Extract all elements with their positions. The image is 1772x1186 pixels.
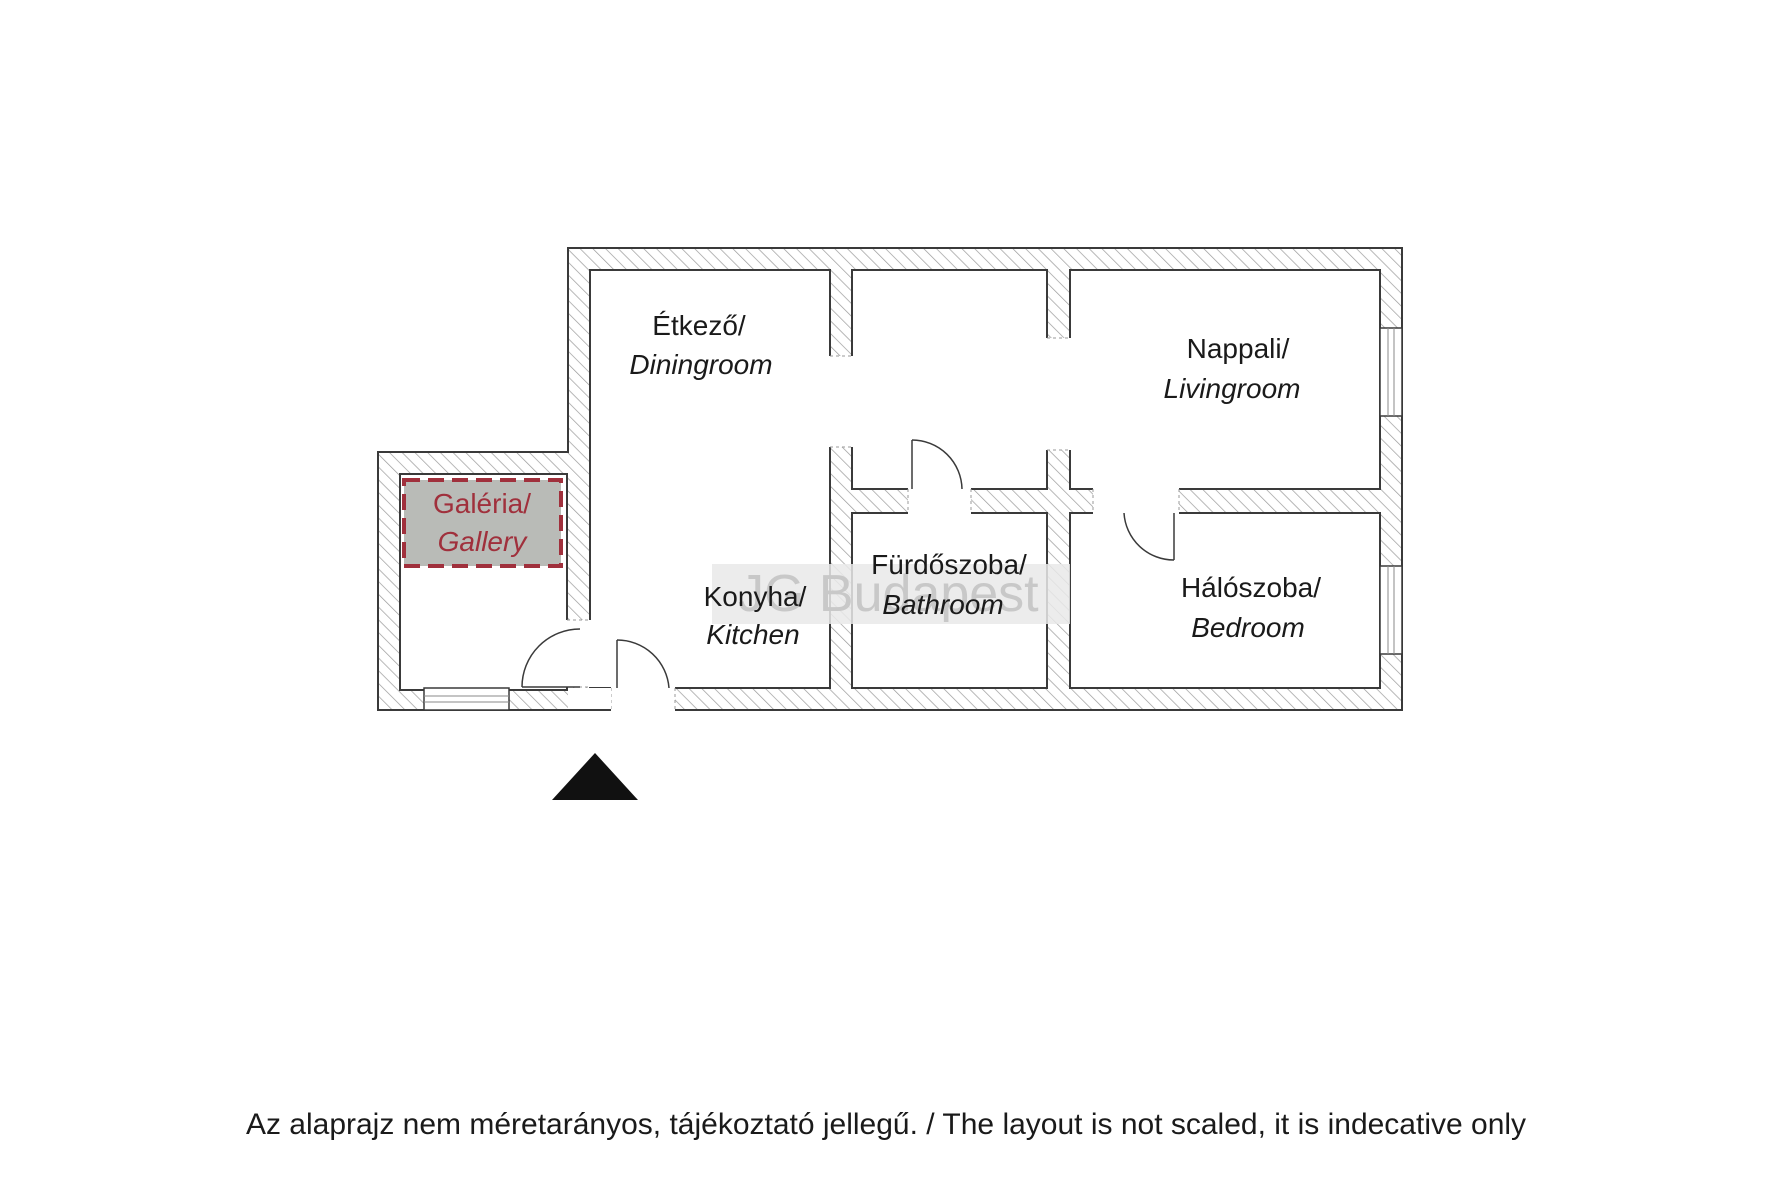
gallery-label-hu: Galéria/ <box>433 488 531 519</box>
door-swings <box>521 439 1175 689</box>
bedroom-label-hu: Hálószoba/ <box>1181 572 1321 603</box>
disclaimer-note: Az alaprajz nem méretarányos, tájékoztat… <box>245 1108 1527 1141</box>
kitchen-label-hu: Konyha/ <box>704 581 807 612</box>
living-label-en: Livingroom <box>1164 373 1301 404</box>
watermark-box <box>712 564 1070 624</box>
bedroom-label-en: Bedroom <box>1191 612 1305 643</box>
bathroom-label-hu: Fürdőszoba/ <box>871 549 1027 580</box>
walls <box>377 247 1403 711</box>
kitchen-label-en: Kitchen <box>706 619 799 650</box>
windows <box>423 327 1403 711</box>
dining-label-hu: Étkező/ <box>652 310 746 341</box>
watermark-text: JG Budapest <box>738 565 1039 623</box>
living-label-hu: Nappali/ <box>1187 333 1290 364</box>
gallery-label-en: Gallery <box>438 526 529 557</box>
dining-label-en: Diningroom <box>629 349 772 380</box>
openings <box>566 337 1180 711</box>
entrance-arrow-icon <box>552 753 638 800</box>
bathroom-label-en: Bathroom <box>882 589 1003 620</box>
gallery-area <box>402 478 563 568</box>
